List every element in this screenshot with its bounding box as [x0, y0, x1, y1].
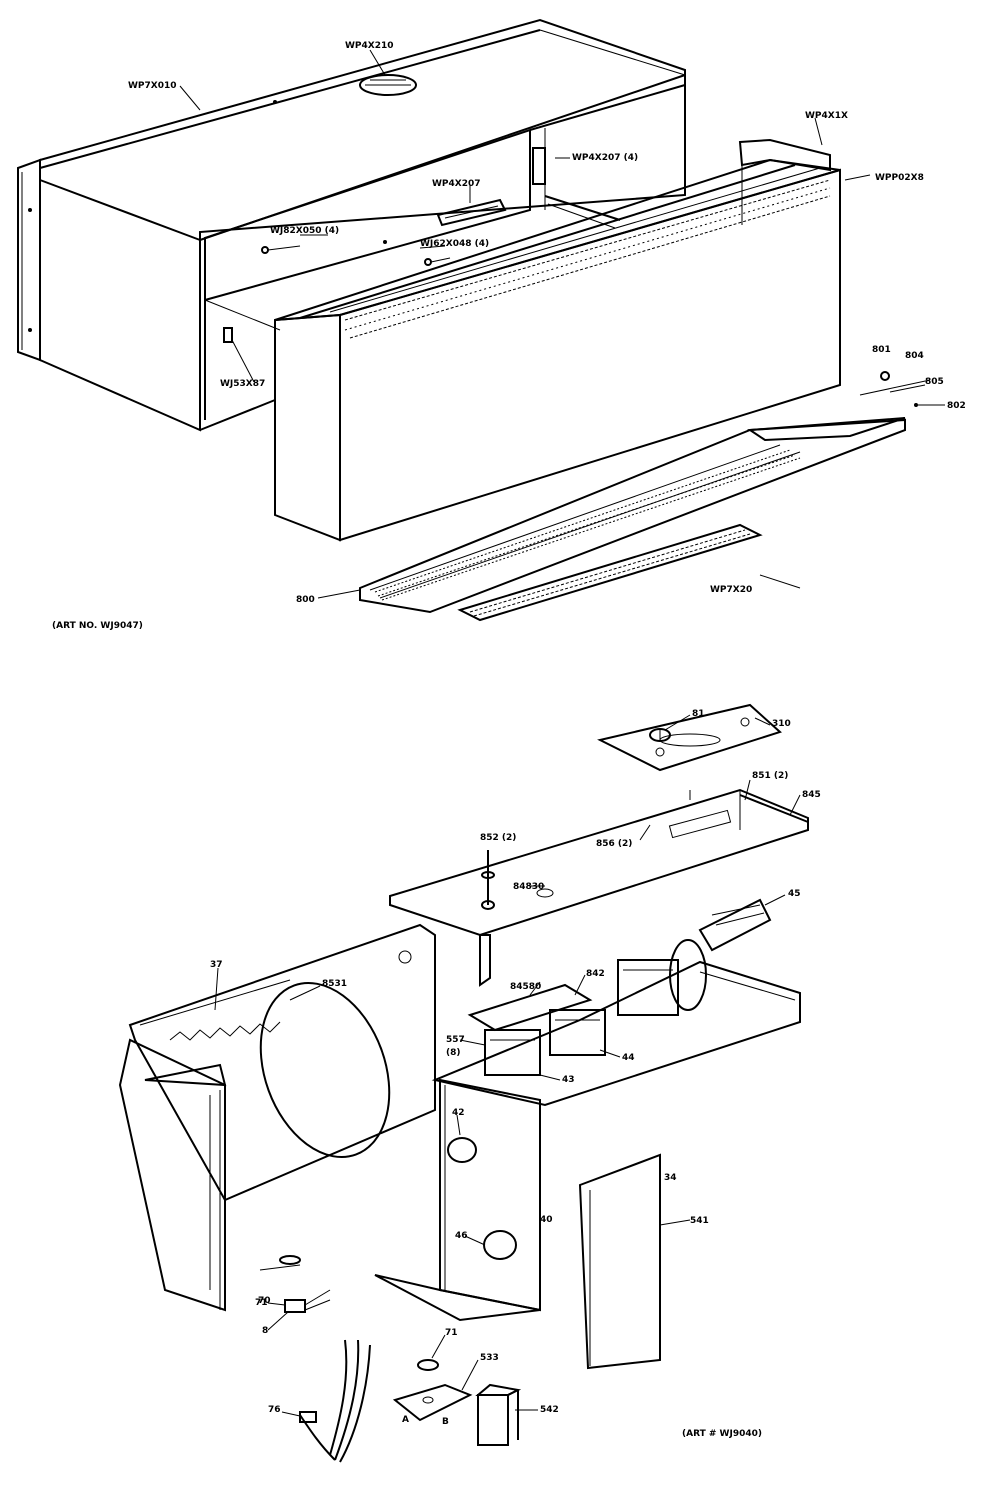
label-805: 805: [925, 377, 944, 387]
screw-column: [481, 850, 495, 910]
label-40: 40: [540, 1215, 553, 1225]
label-b: B: [442, 1417, 449, 1427]
top-screws: [261, 245, 451, 266]
label-76: 76: [268, 1405, 281, 1415]
label-46: 46: [455, 1231, 468, 1241]
label-bracket: WP4X207 (4): [572, 153, 638, 163]
bottom-leaders: [214, 714, 801, 1417]
label-handle: WP4X210: [345, 41, 394, 51]
label-screw-a: WJ82X050 (4): [270, 226, 339, 236]
label-800: 800: [296, 595, 315, 605]
bottom-assembly: 81 310 851 (2) 845 852 (2) 856 (2) 84830…: [118, 703, 821, 1463]
label-851: 851 (2): [752, 771, 788, 781]
case-handle: [359, 74, 417, 96]
label-856: 856 (2): [596, 839, 632, 849]
caption-bottom: (ART # WJ9040): [682, 1429, 762, 1439]
small-parts-right: [880, 371, 926, 407]
knob: [649, 728, 671, 742]
label-knob: 81: [692, 709, 705, 719]
label-804: 804: [905, 351, 924, 361]
side-panel: [118, 1038, 227, 1312]
label-801: 801: [872, 345, 891, 355]
caption-top: (ART NO. WJ9047): [52, 621, 143, 631]
label-34: 34: [664, 1173, 677, 1183]
small-left-parts: [259, 1255, 331, 1313]
control-panel: [389, 788, 809, 987]
grille-base: [359, 379, 931, 614]
base-tray: [431, 960, 801, 1107]
label-right-case: WP4X1X: [805, 111, 848, 121]
case-back-flange: [17, 158, 41, 362]
label-70: 70: [258, 1296, 271, 1306]
mounting-plate: [392, 1359, 473, 1422]
loose-grille: [457, 523, 763, 622]
label-852: 852 (2): [480, 833, 516, 843]
label-71: 71: [255, 1298, 268, 1308]
label-44: 44: [622, 1053, 635, 1063]
label-side-clip: WJ53X87: [220, 379, 265, 389]
label-533: 533: [480, 1353, 499, 1363]
label-front-cover: WPP02X8: [875, 173, 924, 183]
relay: [475, 1383, 522, 1446]
label-37: 37: [210, 960, 223, 970]
label-557: 557: [446, 1035, 465, 1045]
label-8531: 8531: [322, 979, 347, 989]
label-542: 542: [540, 1405, 559, 1415]
label-grille: WP7X20: [710, 585, 752, 595]
label-84580: 84580: [510, 982, 541, 992]
blower-plate: [128, 923, 436, 1202]
label-541: 541: [690, 1216, 709, 1226]
label-802: 802: [947, 401, 966, 411]
wiring-harness: [299, 1339, 371, 1463]
label-8b: 8: [262, 1326, 268, 1336]
label-outer-case: WP7X010: [128, 81, 177, 91]
label-71b: 71: [445, 1328, 458, 1338]
label-control-plate: 310: [772, 719, 791, 729]
top-rail: [436, 198, 507, 227]
motor-components: [467, 939, 707, 1076]
label-screw-b: WJ62X048 (4): [420, 239, 489, 249]
top-leaders: [179, 49, 945, 599]
label-rail: WP4X207: [432, 179, 481, 189]
label-845: 845: [802, 790, 821, 800]
terminal-block: [698, 898, 772, 952]
access-panel: [578, 1153, 661, 1370]
label-43: 43: [562, 1075, 575, 1085]
control-plate: [597, 703, 782, 772]
front-cover: [274, 158, 841, 542]
control-box: [374, 1078, 541, 1322]
top-assembly: WP7X010 WP4X210 WP4X1X WPP02X8 WP4X207 (…: [17, 18, 966, 631]
right-end-panel: [738, 138, 831, 225]
side-clip: [223, 327, 233, 343]
label-84830: 84830: [513, 882, 544, 892]
label-8-paren: (8): [446, 1048, 461, 1058]
louver-strip: [169, 1021, 281, 1041]
label-42: 42: [452, 1108, 465, 1118]
label-842: 842: [586, 969, 605, 979]
label-45: 45: [788, 889, 801, 899]
label-a: A: [402, 1415, 409, 1425]
top-bracket: [532, 147, 621, 229]
